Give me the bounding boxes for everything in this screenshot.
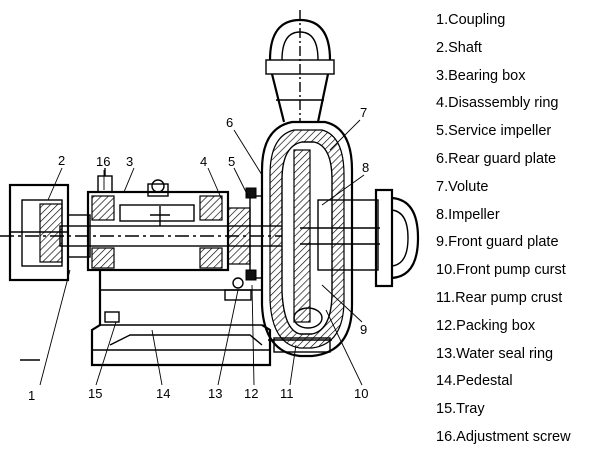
pump-cross-section-drawing: 1 2 3 4 5 6 7 8 9 10 11 12 13 14 15 16 [0, 10, 420, 403]
coupling-drawing [8, 183, 70, 361]
callout-12: 12 [244, 386, 258, 401]
pedestal-drawing [90, 270, 272, 367]
leader-lines [39, 119, 365, 386]
legend-item-water-seal-ring: 13.Water seal ring [436, 345, 554, 362]
legend-item-pedestal: 14.Pedestal [436, 373, 513, 390]
packing-box-drawing [227, 187, 263, 281]
legend-item-front-guard-plate: 9.Front guard plate [436, 234, 559, 251]
parts-legend: 1.Coupling 2.Shaft 3.Bearing box 4.Disas… [436, 7, 600, 452]
legend-item-rear-guard-plate: 6.Rear guard plate [436, 150, 557, 167]
legend-item-shaft: 2.Shaft [436, 39, 482, 56]
legend-item-front-pump-curst: 10.Front pump curst [436, 262, 566, 279]
callout-15: 15 [88, 386, 102, 401]
legend-item-packing-box: 12.Packing box [436, 317, 536, 334]
callout-5: 5 [228, 154, 235, 169]
legend-item-volute: 7.Volute [436, 178, 489, 195]
callout-9: 9 [360, 322, 367, 337]
legend-item-disassembly-ring: 4.Disassembly ring [436, 95, 559, 112]
callout-8: 8 [362, 160, 369, 175]
callout-13: 13 [208, 386, 222, 401]
callout-4: 4 [200, 154, 207, 169]
callout-11: 11 [280, 386, 294, 401]
legend-item-bearing-box: 3.Bearing box [436, 67, 526, 84]
bearing-box-drawing [86, 168, 230, 272]
legend-item-impeller: 8.Impeller [436, 206, 500, 223]
callout-10: 10 [354, 386, 368, 401]
legend-item-tray: 15.Tray [436, 401, 485, 418]
callout-7: 7 [360, 105, 367, 120]
callout-1: 1 [28, 388, 35, 403]
callout-numbers: 1 2 3 4 5 6 7 8 9 10 11 12 13 14 15 16 [28, 105, 369, 403]
outlet-pipe-drawing [265, 10, 335, 123]
callout-16: 16 [96, 154, 110, 169]
callout-6: 6 [226, 115, 233, 130]
legend-item-service-impeller: 5.Service impeller [436, 123, 552, 140]
inlet-flange-drawing [374, 188, 420, 288]
legend-item-coupling: 1.Coupling [436, 12, 506, 28]
legend-item-adjustment-screw: 16.Adjustment screw [436, 428, 571, 445]
callout-3: 3 [126, 154, 133, 169]
callout-14: 14 [156, 386, 170, 401]
callout-2: 2 [58, 153, 65, 168]
legend-item-rear-pump-crust: 11.Rear pump crust [436, 289, 563, 306]
volute-drawing [260, 120, 380, 358]
